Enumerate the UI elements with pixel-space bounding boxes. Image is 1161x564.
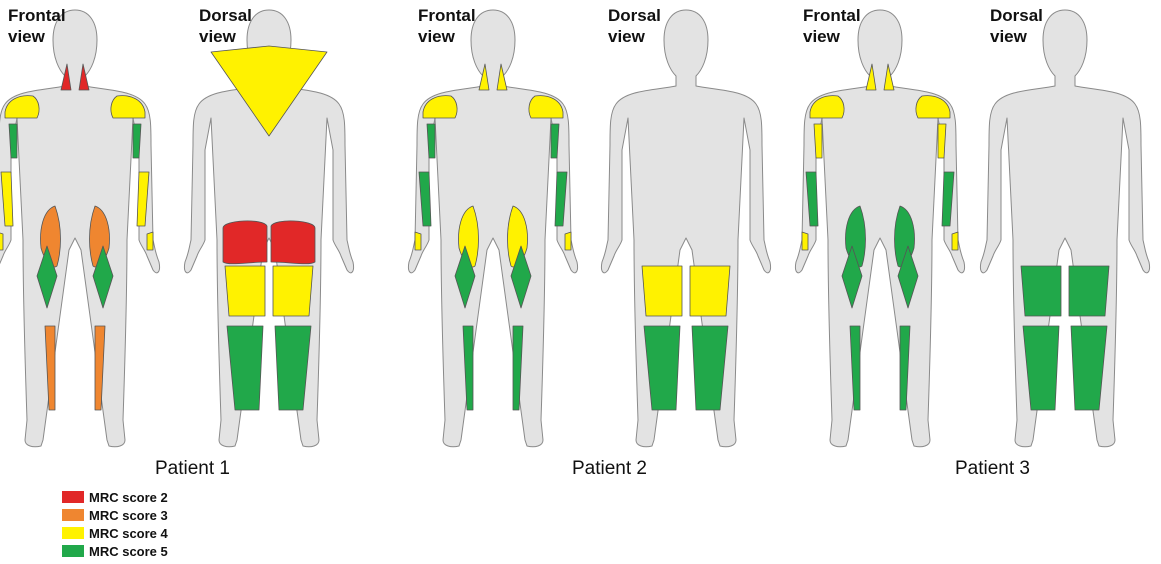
legend-swatch: [62, 527, 84, 539]
legend-swatch: [62, 491, 84, 503]
muscle-hands-right: [147, 232, 153, 250]
muscle-hands-right: [565, 232, 571, 250]
patient-1-dorsal-view-label: Dorsal view: [199, 5, 252, 47]
legend-item-mrc-3: MRC score 3: [62, 506, 168, 524]
patient-3-dorsal-body: [980, 10, 1149, 447]
muscle-hands-left: [802, 232, 808, 250]
body-silhouette: [980, 10, 1149, 447]
patient-3-dorsal-view-label: Dorsal view: [990, 5, 1043, 47]
muscle-hamstrings-right: [1069, 266, 1109, 316]
legend-item-mrc-2: MRC score 2: [62, 488, 168, 506]
legend-label: MRC score 3: [89, 508, 168, 523]
muscle-buttocks-right: [271, 221, 315, 264]
patient-1-frontal-body: [0, 10, 160, 447]
legend-item-mrc-4: MRC score 4: [62, 524, 168, 542]
muscle-hamstrings-left: [642, 266, 682, 316]
muscle-hamstrings-left: [225, 266, 265, 316]
patient-2-label: Patient 2: [572, 458, 647, 480]
muscle-hamstrings-left: [1021, 266, 1061, 316]
patient-2-frontal-view-label: Frontal view: [418, 5, 476, 47]
legend: MRC score 2 MRC score 3 MRC score 4 MRC …: [62, 488, 168, 560]
patient-3-frontal-view-label: Frontal view: [803, 5, 861, 47]
patient-2-dorsal-body: [601, 10, 770, 447]
body-silhouette: [795, 10, 964, 447]
patient-1-label: Patient 1: [155, 458, 230, 480]
legend-label: MRC score 5: [89, 544, 168, 559]
patient-1-frontal-view-label: Frontal view: [8, 5, 66, 47]
legend-swatch: [62, 509, 84, 521]
muscle-hamstrings-right: [273, 266, 313, 316]
muscle-hands-left: [0, 232, 3, 250]
muscle-hands-right: [952, 232, 958, 250]
body-silhouette: [408, 10, 577, 447]
muscle-buttocks-left: [223, 221, 267, 264]
legend-label: MRC score 2: [89, 490, 168, 505]
patient-3-frontal-body: [795, 10, 964, 447]
muscle-hands-left: [415, 232, 421, 250]
muscle-hamstrings-right: [690, 266, 730, 316]
patient-1-dorsal-body: [184, 10, 353, 447]
body-silhouette: [0, 10, 160, 447]
legend-item-mrc-5: MRC score 5: [62, 542, 168, 560]
legend-swatch: [62, 545, 84, 557]
legend-label: MRC score 4: [89, 526, 168, 541]
patient-2-dorsal-view-label: Dorsal view: [608, 5, 661, 47]
patient-3-label: Patient 3: [955, 458, 1030, 480]
patient-2-frontal-body: [408, 10, 577, 447]
body-silhouette: [601, 10, 770, 447]
